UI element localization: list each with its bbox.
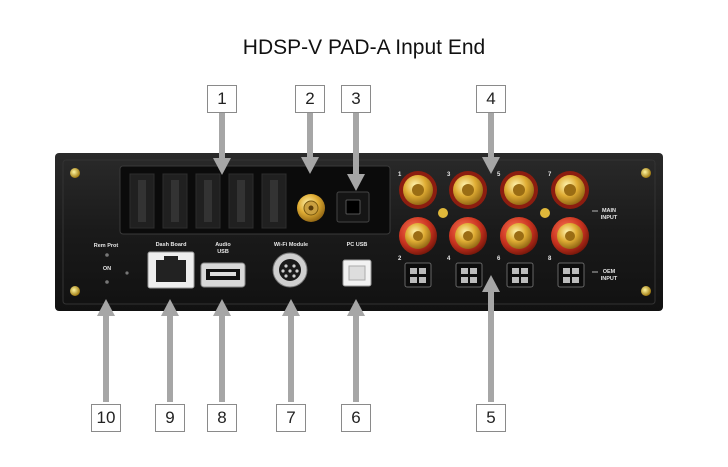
wifi-module-connector-icon xyxy=(272,252,308,288)
oem-number-8: 8 xyxy=(548,256,552,262)
callout-2: 2 xyxy=(295,85,325,113)
rca-number-5: 5 xyxy=(497,172,501,178)
usb-port-icon xyxy=(200,262,246,288)
dash-board-label: Dash Board xyxy=(156,242,187,248)
pc-usb-port-icon xyxy=(342,259,372,287)
callout-9: 9 xyxy=(155,404,185,432)
audio-usb-label-line1: Audio xyxy=(215,242,231,248)
oem-input-connectors xyxy=(404,262,585,288)
rca-number-1: 1 xyxy=(398,172,402,178)
callout-7: 7 xyxy=(276,404,306,432)
antenna-connector-icon xyxy=(297,194,325,222)
on-label: ON xyxy=(103,266,111,272)
callout-10: 10 xyxy=(91,404,121,432)
rca-number-7: 7 xyxy=(548,172,552,178)
main-input-label-line1: MAIN xyxy=(602,208,616,214)
ethernet-port-icon xyxy=(147,251,195,289)
callout-5: 5 xyxy=(476,404,506,432)
rem-prot-indicator xyxy=(105,253,129,284)
callout-6: 6 xyxy=(341,404,371,432)
oem-number-2: 2 xyxy=(398,256,402,262)
oem-number-6: 6 xyxy=(497,256,501,262)
oem-input-label-line1: OEM xyxy=(603,269,616,275)
audio-usb-label-line2: USB xyxy=(217,249,229,255)
callout-arrows xyxy=(97,112,500,402)
oem-number-4: 4 xyxy=(447,256,451,262)
callout-1: 1 xyxy=(207,85,237,113)
pc-usb-label: PC USB xyxy=(347,242,368,248)
rca-number-3: 3 xyxy=(447,172,451,178)
callout-8: 8 xyxy=(207,404,237,432)
callout-4: 4 xyxy=(476,85,506,113)
optical-input-icon xyxy=(336,191,370,223)
wifi-module-label: Wi-Fi Module xyxy=(274,242,308,248)
oem-input-label-line2: INPUT xyxy=(601,276,618,282)
page-title: HDSP-V PAD-A Input End xyxy=(242,36,486,59)
main-input-label-line2: INPUT xyxy=(601,215,618,221)
callout-3: 3 xyxy=(341,85,371,113)
rca-main-input-jacks xyxy=(399,171,589,255)
rem-prot-label: Rem Prot xyxy=(94,243,119,249)
expansion-slot-bay xyxy=(119,165,391,235)
mounting-screw-icon xyxy=(70,168,651,296)
